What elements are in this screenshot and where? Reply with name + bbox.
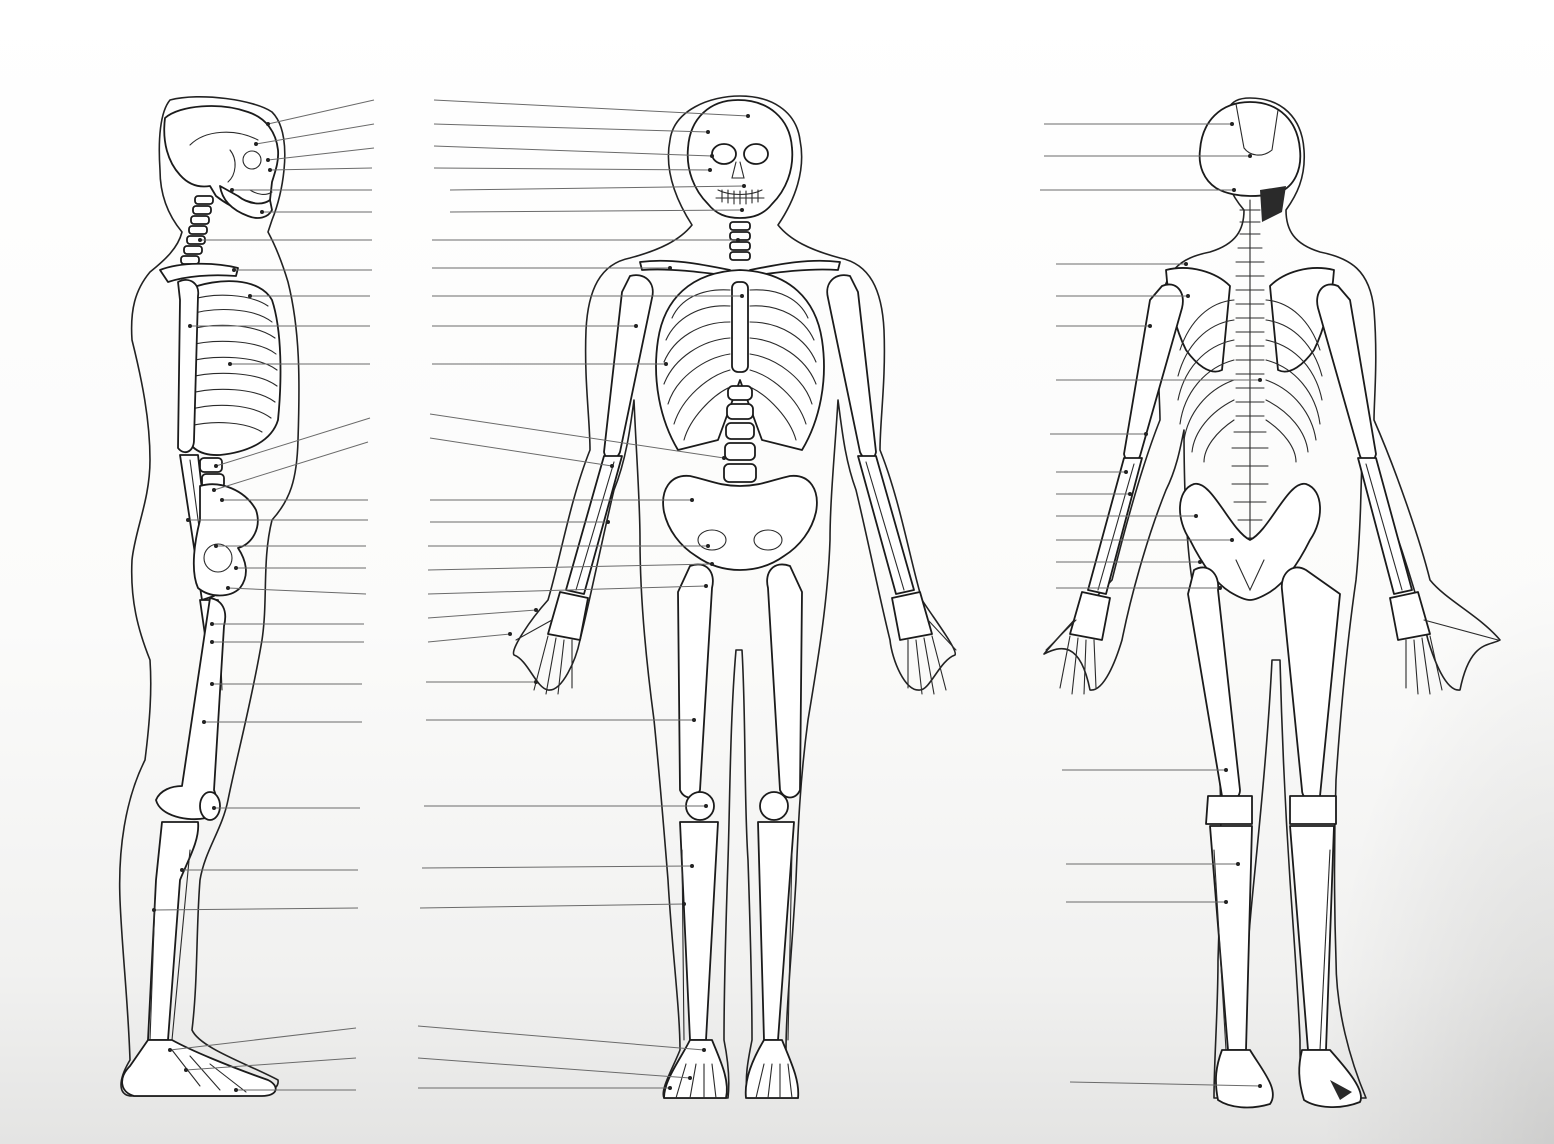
posterior-leader-dot [1236, 862, 1240, 866]
posterior-neck-shadow [1260, 186, 1286, 222]
posterior-humerus-left [1317, 284, 1376, 462]
posterior-leader-dot [1224, 900, 1228, 904]
posterior-leader-dot [1218, 586, 1222, 590]
posterior-leader-dot [1148, 324, 1152, 328]
posterior-body-outline [1044, 98, 1500, 1098]
posterior-leader-dot [1230, 538, 1234, 542]
posterior-skull [1200, 102, 1301, 196]
posterior-forearm-right [1088, 458, 1142, 594]
posterior-knee-right [1206, 796, 1252, 824]
posterior-leader-dot [1124, 470, 1128, 474]
posterior-leader-dot [1186, 294, 1190, 298]
posterior-leader-dot [1128, 492, 1132, 496]
posterior-leader-dot [1230, 122, 1234, 126]
posterior-leader-dot [1232, 188, 1236, 192]
posterior-leader-dot [1258, 1084, 1262, 1088]
posterior-femur-left [1282, 567, 1340, 800]
posterior-leader-dot [1224, 768, 1228, 772]
posterior-hand-right [1046, 592, 1110, 694]
posterior-leader-dot [1198, 560, 1202, 564]
posterior-leader-dot [1144, 432, 1148, 436]
posterior-foot-right [1216, 1050, 1273, 1107]
posterior-tibia-left [1290, 826, 1334, 1050]
posterior-forearm-left [1358, 458, 1412, 594]
posterior-leader-dot [1258, 378, 1262, 382]
posterior-leader-dot [1248, 154, 1252, 158]
posterior-knee-left [1290, 796, 1336, 824]
posterior-leader-dot [1184, 262, 1188, 266]
posterior-femur-right [1188, 567, 1240, 800]
posterior-leader-dot [1194, 514, 1198, 518]
